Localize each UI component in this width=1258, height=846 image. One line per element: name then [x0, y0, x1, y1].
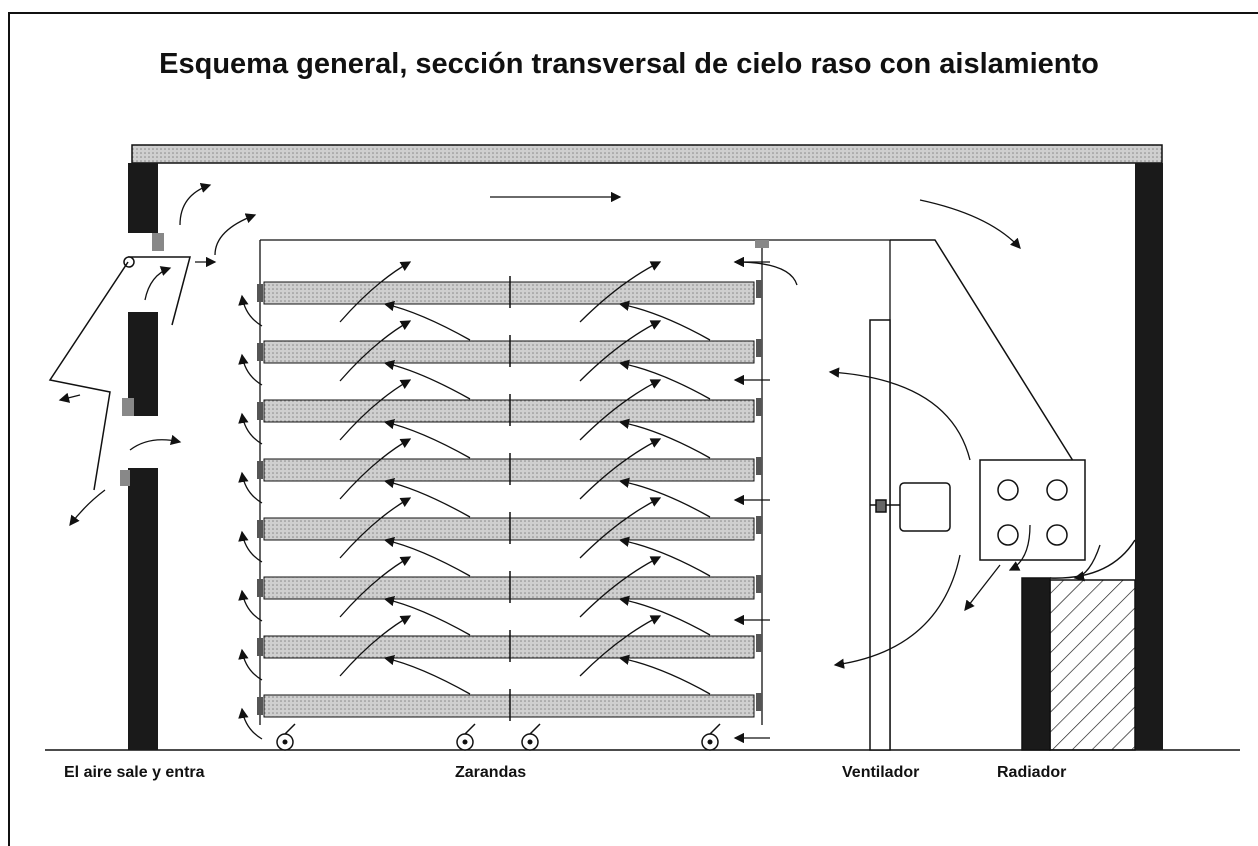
airflow-arrow — [383, 536, 471, 577]
airflow-arrow — [618, 595, 711, 636]
airflow-arrow — [339, 615, 412, 677]
vent-flaps — [48, 256, 191, 491]
airflow-arrow — [579, 379, 662, 441]
airflow-arrow — [214, 213, 257, 256]
diagram-title: Esquema general, sección transversal de … — [159, 48, 1099, 80]
airflow-arrow — [58, 392, 81, 403]
tray-clip-left — [257, 284, 263, 302]
airflow-arrow — [383, 300, 471, 341]
airflow-arrow — [579, 615, 662, 677]
tray-clip-right — [756, 516, 762, 534]
airflow-arrow — [579, 320, 662, 382]
airflow-arrow — [339, 320, 412, 382]
tray-clip-right — [756, 457, 762, 475]
airflow-arrow — [828, 367, 971, 461]
fan — [869, 319, 951, 751]
wheel-fork — [284, 723, 296, 735]
tray-clip-left — [257, 520, 263, 538]
airflow-arrow — [144, 266, 172, 301]
airflow-arrow — [179, 182, 212, 226]
airflow-arrow — [833, 554, 961, 669]
airflow-arrows — [58, 182, 1101, 744]
wheel-fork — [709, 723, 721, 735]
diagram-frame — [8, 12, 1258, 846]
airflow-arrow — [1008, 524, 1031, 571]
tray-clip-left — [257, 402, 263, 420]
airflow-arrow — [618, 536, 711, 577]
airflow-arrow — [383, 595, 471, 636]
airflow-arrow — [339, 438, 412, 500]
airflow-arrow — [579, 438, 662, 500]
tray-shelf — [263, 517, 755, 541]
tray-clip-right — [756, 280, 762, 298]
airflow-arrow — [618, 418, 711, 459]
left-wall — [120, 163, 164, 750]
tray-clip-right — [756, 575, 762, 593]
insulated-ceiling — [131, 144, 1163, 164]
tray-clip-right — [756, 398, 762, 416]
tray-shelf — [263, 399, 755, 423]
airflow-arrow — [733, 256, 798, 286]
airflow-arrow — [618, 359, 711, 400]
airflow-arrow — [579, 261, 662, 323]
airflow-arrow — [383, 359, 471, 400]
wheel-hub — [282, 739, 288, 745]
airflow-arrow — [238, 353, 263, 386]
tray-clip-left — [257, 343, 263, 361]
tray-shelf — [263, 576, 755, 600]
airflow-arrow — [964, 564, 1001, 612]
airflow-arrow — [339, 556, 412, 618]
wheel-hub — [527, 739, 533, 745]
tray-clip-left — [257, 638, 263, 656]
airflow-arrow — [238, 707, 263, 740]
airflow-arrow — [238, 471, 263, 504]
label-radiator: Radiador — [997, 764, 1067, 781]
airflow-arrow — [383, 477, 471, 518]
airflow-arrow — [238, 589, 263, 622]
tray-clip-left — [257, 579, 263, 597]
airflow-arrow — [238, 412, 263, 445]
tray-shelves — [257, 276, 762, 721]
airflow-arrow — [919, 199, 1021, 249]
tray-clip-left — [257, 697, 263, 715]
wheel-fork — [464, 723, 476, 735]
label-air-vent: El aire sale y entra — [64, 764, 205, 781]
tray-clip-left — [257, 461, 263, 479]
tray-shelf — [263, 458, 755, 482]
rack-wheels — [276, 723, 721, 751]
airflow-arrow — [383, 418, 471, 459]
tray-shelf — [263, 281, 755, 305]
tray-shelf — [263, 340, 755, 364]
tray-shelf — [263, 694, 755, 718]
airflow-arrow — [383, 654, 471, 695]
tray-shelf — [263, 635, 755, 659]
right-wall — [1135, 163, 1163, 750]
airflow-arrow — [579, 556, 662, 618]
tray-rack — [259, 239, 891, 750]
air-duct — [890, 239, 1086, 481]
label-fan: Ventilador — [842, 764, 920, 781]
airflow-arrow — [618, 300, 711, 341]
airflow-arrow — [339, 497, 412, 559]
tray-clip-right — [756, 693, 762, 711]
wheel-hub — [707, 739, 713, 745]
radiator — [979, 459, 1136, 751]
airflow-arrow — [1073, 544, 1101, 582]
airflow-arrow — [579, 497, 662, 559]
airflow-arrow — [129, 434, 182, 451]
airflow-arrow — [339, 379, 412, 441]
airflow-arrow — [69, 489, 106, 527]
label-trays: Zarandas — [455, 764, 527, 781]
wheel-fork — [529, 723, 541, 735]
tray-clip-right — [756, 339, 762, 357]
tray-clip-right — [756, 634, 762, 652]
airflow-arrow — [238, 648, 263, 681]
airflow-arrow — [238, 294, 263, 327]
airflow-arrow — [618, 477, 711, 518]
airflow-arrow — [339, 261, 412, 323]
wheel-hub — [462, 739, 468, 745]
airflow-arrow — [618, 654, 711, 695]
airflow-arrow — [238, 530, 263, 563]
